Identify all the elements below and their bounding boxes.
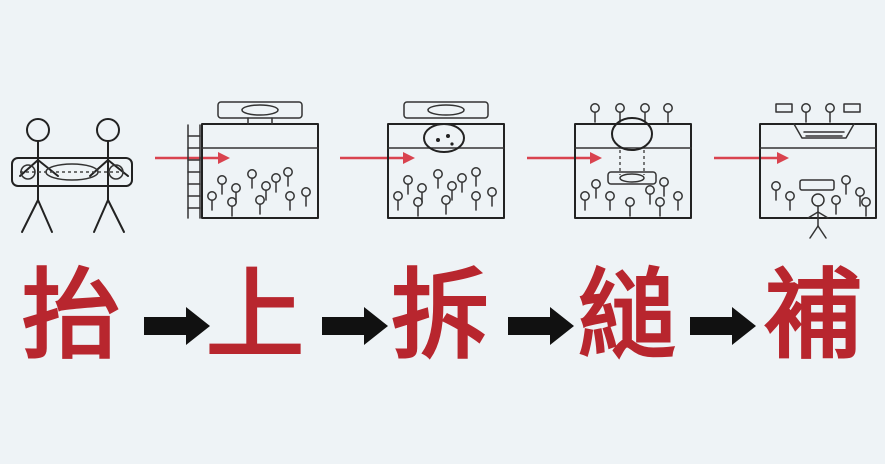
panel-carry [11, 118, 133, 233]
stick-figure-left [19, 118, 59, 233]
lamp-array [207, 167, 311, 217]
panel-remove [387, 101, 505, 219]
black-arrow-3 [508, 307, 574, 345]
red-arrow-4 [714, 152, 789, 164]
black-arrow-1 [144, 307, 210, 345]
lamp-array [393, 167, 497, 217]
stick-figure-right [89, 118, 129, 233]
step-char-1: 抬 [21, 259, 120, 373]
panel-repair [759, 103, 877, 239]
ladder [187, 124, 201, 219]
illustration-strip [11, 101, 877, 239]
step-char-5: 補 [763, 259, 862, 373]
black-arrow-2 [322, 307, 388, 345]
ceiling-box [201, 123, 319, 219]
lamp-array [771, 175, 871, 217]
stick-figure-worker [807, 193, 829, 239]
red-arrow-1 [155, 152, 230, 164]
ceiling-hole [423, 123, 465, 153]
roof-bundle [217, 101, 303, 125]
panel-lift [187, 101, 319, 219]
roof-bulbs [590, 103, 673, 123]
carried-bundle [11, 157, 133, 187]
lowered-bundle [607, 171, 657, 185]
roof-bulbs [775, 103, 861, 123]
roof-bundle [403, 101, 489, 119]
step-char-3: 拆 [390, 259, 489, 373]
red-arrow-3 [527, 152, 602, 164]
step-char-4: 縋 [577, 259, 676, 373]
panel-lower [574, 103, 692, 219]
black-arrow-4 [690, 307, 756, 345]
held-bundle [799, 179, 835, 191]
step-char-2: 上 [205, 259, 304, 373]
repaired-patch [793, 123, 855, 139]
red-arrow-2 [340, 152, 415, 164]
